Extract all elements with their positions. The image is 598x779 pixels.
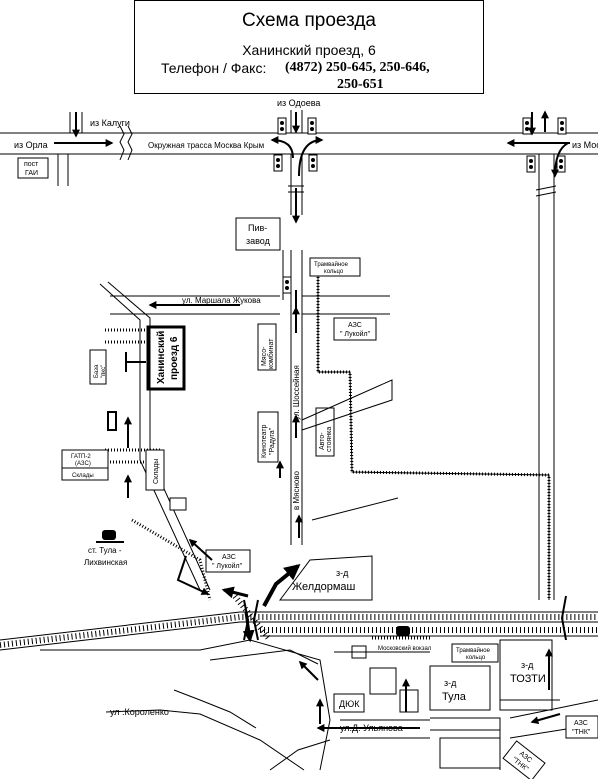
route-arrow-sw bbox=[176, 555, 210, 595]
korolenko-label: ул .Короленко bbox=[110, 707, 169, 717]
azs-tnk-1 bbox=[565, 715, 598, 739]
tram-ring-2-label-2: кольцо bbox=[466, 655, 486, 661]
map-title: Схема проезда bbox=[241, 10, 376, 31]
zheldormash-label-2: Желдормаш bbox=[292, 581, 356, 593]
station-label: ст. Тула - bbox=[88, 546, 122, 555]
route-arrow-up-sw bbox=[188, 538, 213, 561]
gatp-label-2: (АЗС) bbox=[75, 461, 91, 467]
gatp-label: ГАТП-2 bbox=[71, 454, 91, 460]
tram-ring-box-2 bbox=[451, 643, 499, 663]
arrow-turn-left bbox=[270, 136, 294, 159]
moscow-station-label: Московский вокзал bbox=[378, 645, 432, 652]
route-arrow-main bbox=[262, 563, 301, 607]
shosseynaya-label: ул. Шоссейная bbox=[292, 365, 301, 420]
zavod-tozti-label: з-д bbox=[521, 660, 534, 670]
zheldormash-label: з-д bbox=[336, 568, 349, 578]
route-arrow-west bbox=[221, 586, 249, 599]
cinema-label: Кинотеатр bbox=[261, 424, 268, 458]
target-building bbox=[146, 325, 186, 391]
sklady-label: Склады bbox=[153, 459, 160, 484]
azs-tnk-1-label-2: "ТНК" bbox=[572, 729, 591, 736]
azs-tnk-2: АЗС "ТНК" bbox=[502, 740, 546, 779]
gai-post-label: пост bbox=[24, 161, 39, 168]
target-label-2: проезд 6 bbox=[169, 336, 180, 380]
dyuk-label: ДЮК bbox=[339, 699, 360, 709]
from-moscow-label: из Мос bbox=[572, 140, 598, 150]
phone-numbers-cont: 250-651 bbox=[337, 77, 384, 92]
phone-label: Телефон / Факс: bbox=[161, 60, 267, 76]
tram-ring-label-2: кольцо bbox=[324, 269, 344, 275]
traffic-light-icon bbox=[273, 117, 567, 294]
from-odoev-label: из Одоева bbox=[277, 98, 320, 108]
shosseynaya-road bbox=[282, 250, 303, 545]
parking bbox=[315, 407, 335, 457]
meat-plant-label: Мясо- bbox=[261, 346, 268, 366]
tram-ring-box bbox=[309, 257, 361, 277]
meat-plant-label-2: комбинат bbox=[267, 338, 275, 369]
arrow-city-west bbox=[298, 660, 319, 681]
zheldormash-area bbox=[279, 555, 373, 601]
bridge bbox=[243, 595, 567, 641]
meat-plant bbox=[257, 323, 277, 371]
zavod-tula-label-2: Тула bbox=[442, 691, 467, 703]
arrow-tnk bbox=[530, 713, 561, 725]
brewery-building bbox=[235, 217, 281, 251]
rail-spurs bbox=[99, 281, 212, 601]
azs-lukoil-1-label: АЗС bbox=[348, 322, 362, 329]
kaluga-road bbox=[69, 112, 83, 133]
from-kaluga-label: из Калуги bbox=[90, 118, 130, 128]
brewery-label: Пив- bbox=[248, 223, 267, 233]
zavod-tula bbox=[429, 665, 491, 711]
train-icon-moscow bbox=[396, 626, 410, 636]
station-label-2: Лихвинская bbox=[84, 558, 127, 567]
gai-post-label-2: ГАИ bbox=[25, 170, 38, 177]
brewery-label-2: завод bbox=[246, 236, 271, 246]
azs-lukoil-2-label: АЗС bbox=[222, 554, 236, 561]
azs-tnk-1-label: АЗС bbox=[574, 720, 588, 727]
train-icon bbox=[96, 530, 124, 543]
road-east-2 bbox=[311, 497, 399, 521]
main-railway bbox=[0, 588, 598, 651]
zavod-tozti bbox=[499, 639, 553, 711]
zhukov-label: ул. Маршала Жукова bbox=[182, 296, 261, 305]
tram-ring-label: Трамвайное bbox=[314, 261, 349, 268]
tram-ring-2-label: Трамвайное bbox=[456, 647, 491, 654]
gai-post bbox=[17, 157, 49, 179]
zavod-tozti-label-2: ТОЗТИ bbox=[510, 673, 546, 685]
target-driveway bbox=[125, 352, 146, 372]
base-pks-label: База bbox=[94, 364, 100, 378]
cinema-label-2: "Радуга" bbox=[269, 427, 276, 455]
orel-road bbox=[57, 154, 69, 186]
arrow-moscow-turn bbox=[551, 142, 569, 178]
address: Ханинский проезд, 6 bbox=[242, 42, 376, 58]
sklady-small-label: Склады bbox=[72, 473, 94, 479]
from-orel-label: из Орла bbox=[14, 140, 48, 150]
small-building bbox=[169, 497, 187, 511]
tram-line bbox=[316, 268, 551, 600]
azs-lukoil-2-label-2: " Лукойл" bbox=[212, 562, 243, 570]
phone-numbers: (4872) 250-645, 250-646, bbox=[285, 60, 430, 75]
dyuk-building bbox=[333, 693, 365, 713]
sklady-box bbox=[145, 449, 165, 491]
azs-lukoil-2 bbox=[205, 549, 251, 573]
odoev-road bbox=[288, 110, 304, 215]
gate-icon bbox=[107, 411, 117, 431]
cinema bbox=[257, 411, 279, 463]
moscow-side-road bbox=[535, 154, 557, 600]
road-east bbox=[301, 379, 393, 431]
zavod-tula-label: з-д bbox=[444, 678, 457, 688]
sklady-small-box bbox=[61, 467, 109, 481]
ring-road-label: Окружная трасса Москва Крым bbox=[148, 141, 264, 150]
base-pks-label-2: "пкс" bbox=[101, 365, 107, 378]
base-pks bbox=[89, 349, 107, 385]
parking-label: Авто- bbox=[319, 432, 326, 450]
parking-label-2: стоянка bbox=[326, 427, 333, 452]
header-box: Схема проезда Ханинский проезд, 6 Телефо… bbox=[134, 0, 484, 94]
arrow-turn-right bbox=[298, 136, 324, 177]
azs-lukoil-1-label-2: " Лукойл" bbox=[340, 330, 371, 338]
target-label: Ханинский bbox=[156, 331, 167, 384]
azs-lukoil-1 bbox=[333, 317, 377, 341]
myasnovo-label: в Мясново bbox=[292, 471, 301, 510]
